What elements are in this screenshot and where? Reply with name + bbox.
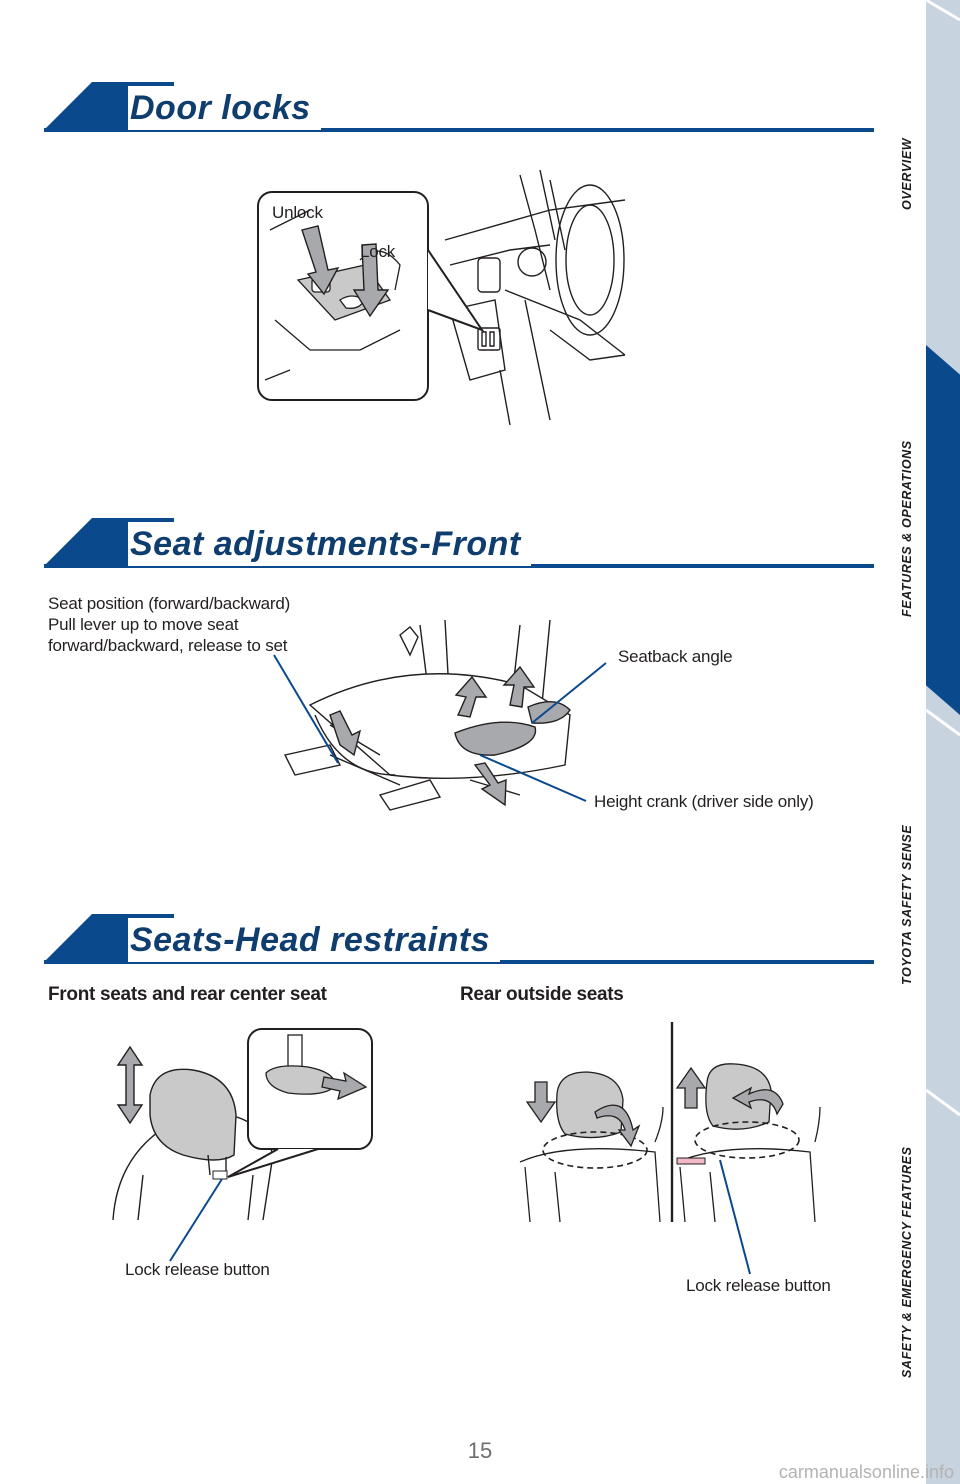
seatback-angle-label: Seatback angle <box>618 647 733 666</box>
front-headrest-illustration <box>112 1028 373 1262</box>
chapter-sidebar <box>925 0 960 1484</box>
sidebar-active-indicator <box>926 345 960 715</box>
section-title: Seats-Head restraints <box>128 918 501 962</box>
watermark: carmanualsonline.info <box>778 1462 954 1482</box>
sidebar-item-features-operations[interactable]: FEATURES & OPERATIONS <box>900 440 914 617</box>
door-lock-illustration <box>257 169 626 426</box>
front-seat-illustration <box>273 619 607 811</box>
rear-lock-release-label: Lock release button <box>686 1276 831 1295</box>
sidebar-dividers <box>925 0 960 1117</box>
rear-headrest-illustration <box>519 1022 821 1275</box>
head-restraints-header: Seats-Head restraints <box>44 914 874 964</box>
sidebar-item-overview[interactable]: OVERVIEW <box>900 137 914 210</box>
lock-label: Lock <box>360 242 396 261</box>
front-lock-release-label: Lock release button <box>125 1260 270 1279</box>
rear-seats-heading: Rear outside seats <box>460 984 624 1005</box>
page-number: 15 <box>467 1438 493 1463</box>
door-locks-header: Door locks <box>44 82 874 132</box>
sidebar-item-safety-emergency[interactable]: SAFETY & EMERGENCY FEATURES <box>900 1146 914 1378</box>
front-seats-heading: Front seats and rear center seat <box>48 984 327 1005</box>
sidebar-item-toyota-safety-sense[interactable]: TOYOTA SAFETY SENSE <box>900 824 914 985</box>
height-crank-label: Height crank (driver side only) <box>594 792 814 811</box>
section-title: Door locks <box>128 86 321 130</box>
seat-adjustments-header: Seat adjustments-Front <box>44 518 874 568</box>
unlock-label: Unlock <box>272 203 323 222</box>
seat-position-label: Seat position (forward/backward) Pull le… <box>48 594 291 655</box>
section-title: Seat adjustments-Front <box>128 522 531 566</box>
